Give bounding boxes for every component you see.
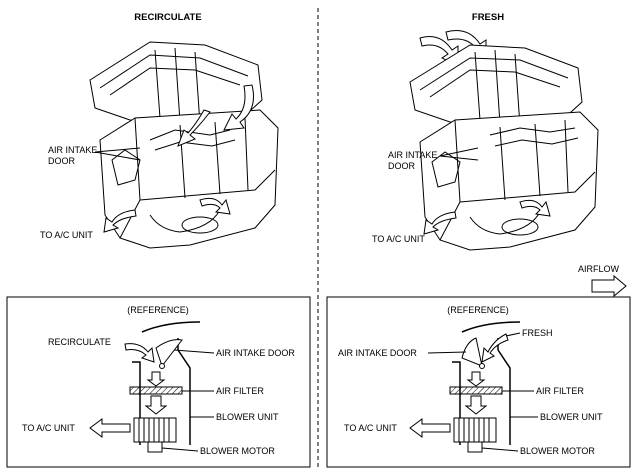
right-reference-box [326, 296, 631, 468]
right-hvac-unit-illustration [409, 44, 599, 251]
left-airflow-arrows [103, 84, 254, 233]
left-air-intake-door-label-2: DOOR [48, 156, 76, 166]
airflow-legend-label: AIRFLOW [578, 264, 620, 274]
left-reference-title: (REFERENCE) [127, 305, 189, 315]
right-ref-air-intake-door-label: AIR INTAKE DOOR [338, 348, 417, 358]
right-air-intake-door-label-1: AIR INTAKE [388, 150, 437, 160]
left-to-ac-unit-label: TO A/C UNIT [40, 230, 93, 240]
right-ref-blower-motor-label: BLOWER MOTOR [520, 446, 595, 456]
left-reference-box [6, 296, 311, 468]
left-hvac-unit-illustration [89, 41, 279, 249]
left-ref-blower-motor-label: BLOWER MOTOR [200, 446, 275, 456]
left-ref-to-ac-unit-label: TO A/C UNIT [22, 423, 75, 433]
right-outlet-arrows [423, 199, 551, 235]
right-panel-title: FRESH [472, 12, 504, 23]
right-ref-to-ac-unit-label: TO A/C UNIT [344, 423, 397, 433]
left-air-intake-door-leader [94, 147, 141, 153]
left-ref-recirculate-label: RECIRCULATE [48, 337, 111, 347]
right-reference-title: (REFERENCE) [447, 305, 509, 315]
right-ref-blower-unit-label: BLOWER UNIT [540, 412, 603, 422]
left-air-intake-door-label-1: AIR INTAKE [48, 145, 97, 155]
left-ref-air-filter-label: AIR FILTER [216, 386, 264, 396]
right-air-intake-door-leader [439, 147, 479, 157]
right-to-ac-unit-label: TO A/C UNIT [372, 234, 425, 244]
left-ref-blower-unit-label: BLOWER UNIT [216, 412, 279, 422]
left-ref-air-intake-door-label: AIR INTAKE DOOR [216, 348, 295, 358]
right-air-intake-door-label-2: DOOR [388, 161, 416, 171]
right-ref-fresh-label: FRESH [522, 328, 553, 338]
left-reference-schematic [89, 321, 201, 453]
right-ref-air-filter-label: AIR FILTER [536, 386, 584, 396]
left-panel-title: RECIRCULATE [134, 12, 201, 23]
outline-arrow-right-icon [591, 274, 627, 298]
right-reference-schematic [409, 321, 521, 453]
